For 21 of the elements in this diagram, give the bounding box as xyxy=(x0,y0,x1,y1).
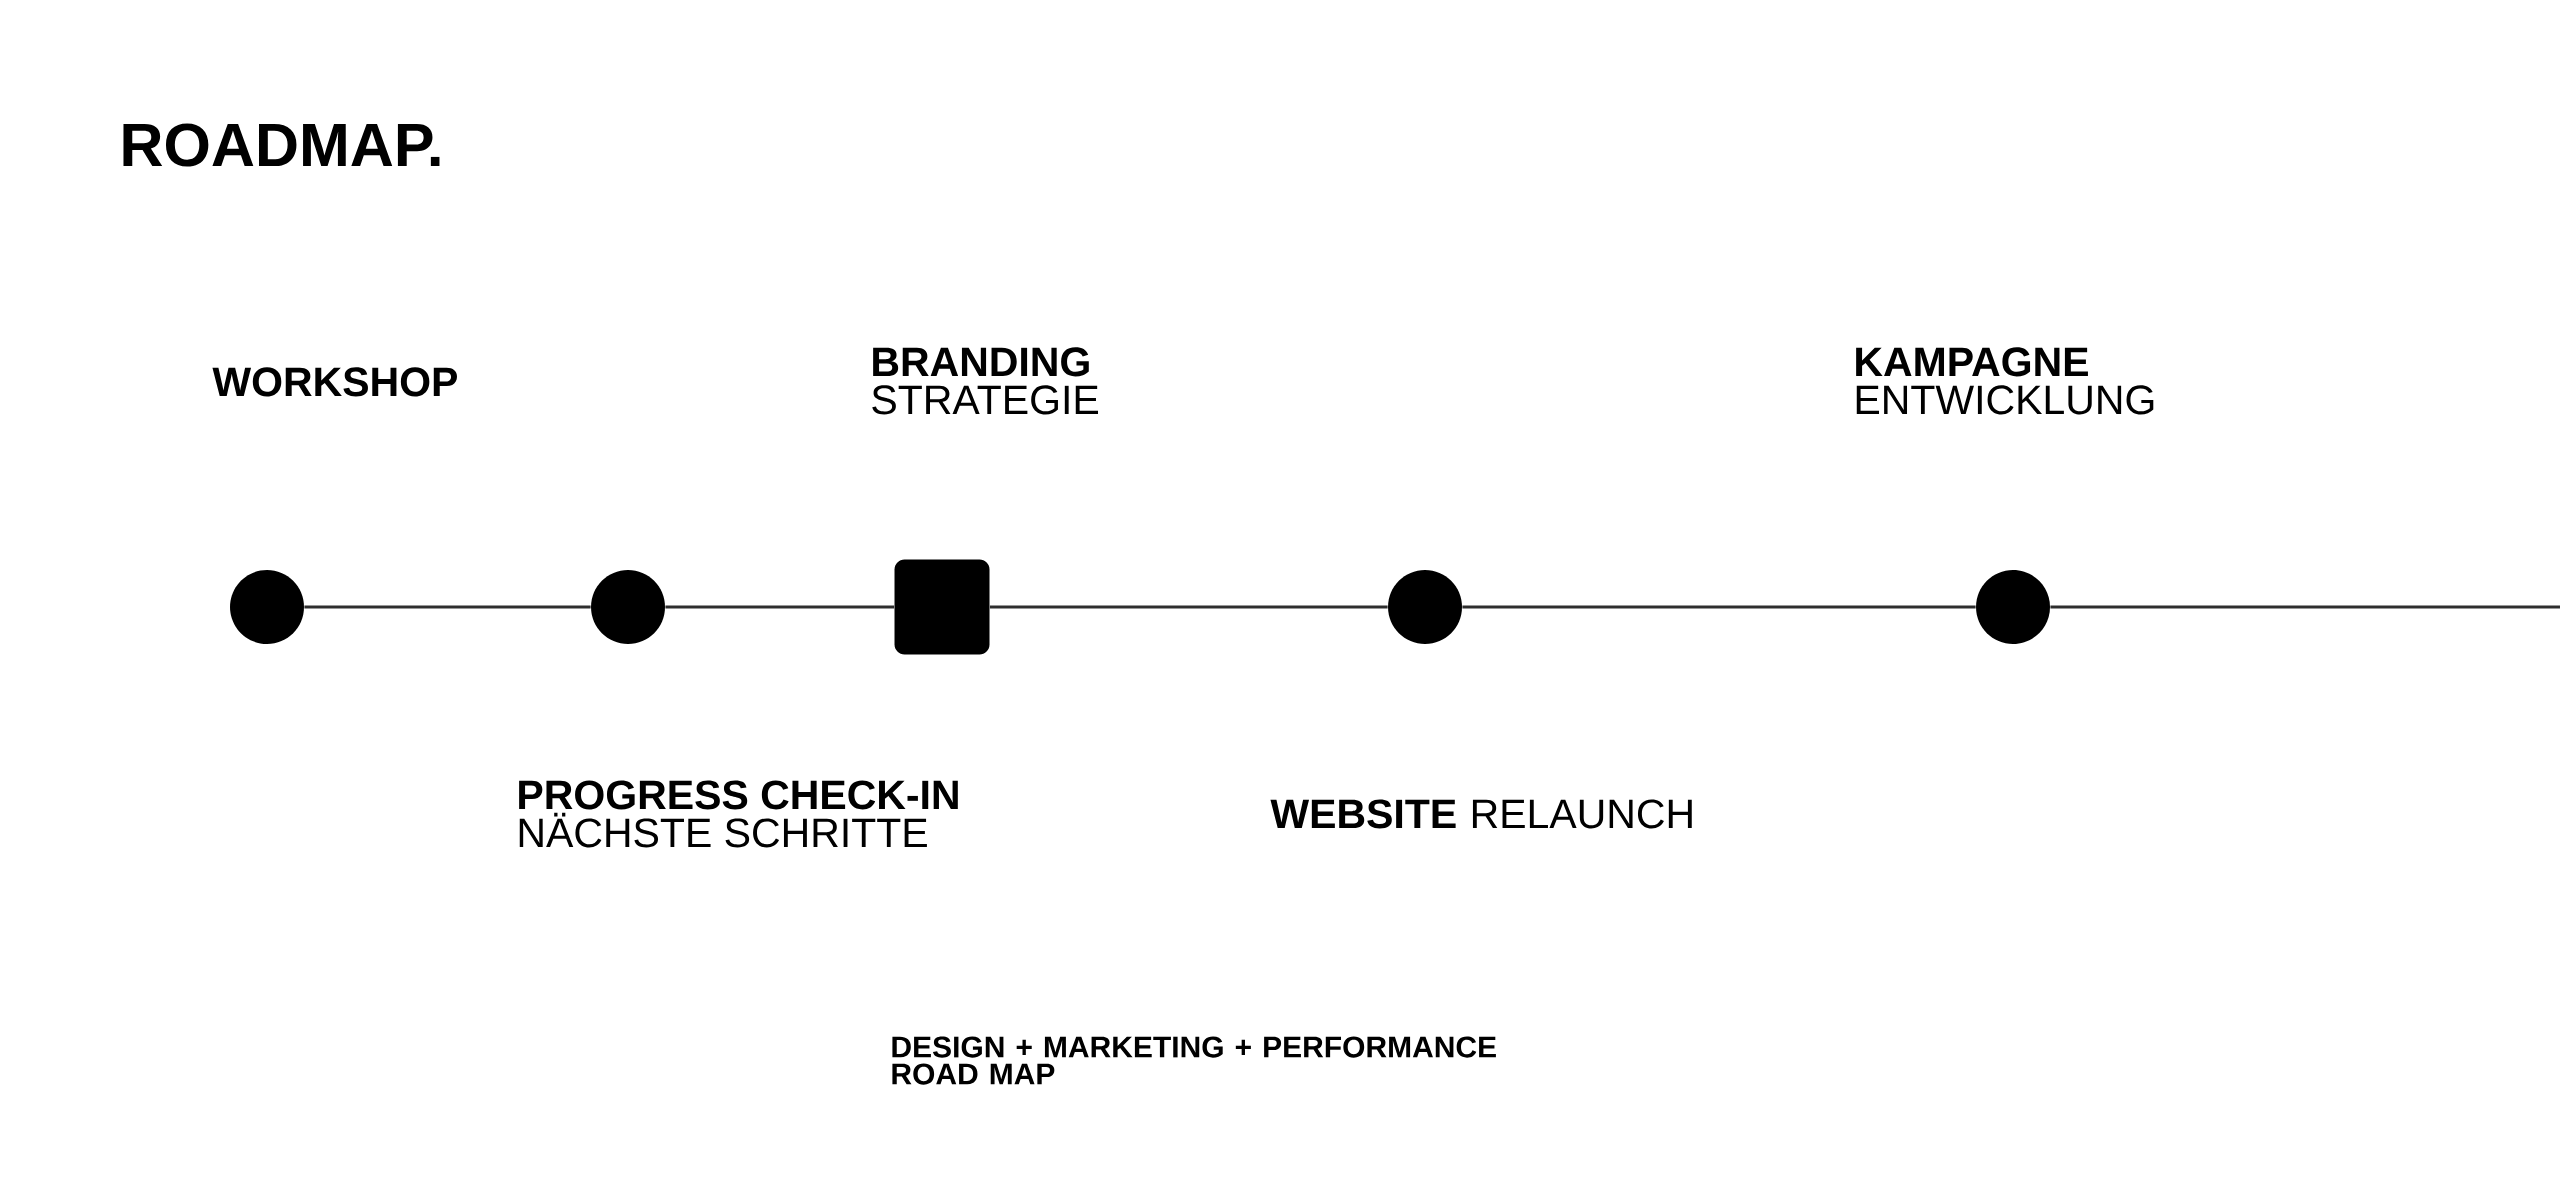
milestone-subtitle: ENTWICKLUNG xyxy=(1856,385,2154,415)
rounded-square-marker xyxy=(894,559,990,655)
milestone-title: PROGRESS CHECK-IN xyxy=(519,780,958,810)
timeline-dot xyxy=(1388,570,1462,644)
milestone-subtitle: RELAUNCH xyxy=(1472,799,1692,829)
footer-text: DESIGN + MARKETING + PERFORMANCE ROAD MAP xyxy=(892,1036,1496,1085)
milestone-title: WEBSITE xyxy=(1270,799,1456,829)
timeline-line xyxy=(304,605,591,609)
timeline-dot xyxy=(1976,570,2050,644)
timeline-dot xyxy=(591,570,665,644)
timeline-line xyxy=(1462,605,1976,609)
timeline-line xyxy=(665,605,895,609)
milestone-subtitle: NÄCHSTE SCHRITTE xyxy=(519,812,927,848)
title: ROADMAP. xyxy=(123,123,440,167)
milestone-title: BRANDING xyxy=(873,347,1089,377)
milestone-title: KAMPAGNE xyxy=(1856,347,2088,377)
milestone-title: WORKSHOP xyxy=(212,367,457,397)
timeline-dot xyxy=(230,570,304,644)
milestone-subtitle: STRATEGIE xyxy=(872,385,1098,415)
timeline-line xyxy=(989,605,1388,609)
timeline-line xyxy=(2050,605,2560,609)
